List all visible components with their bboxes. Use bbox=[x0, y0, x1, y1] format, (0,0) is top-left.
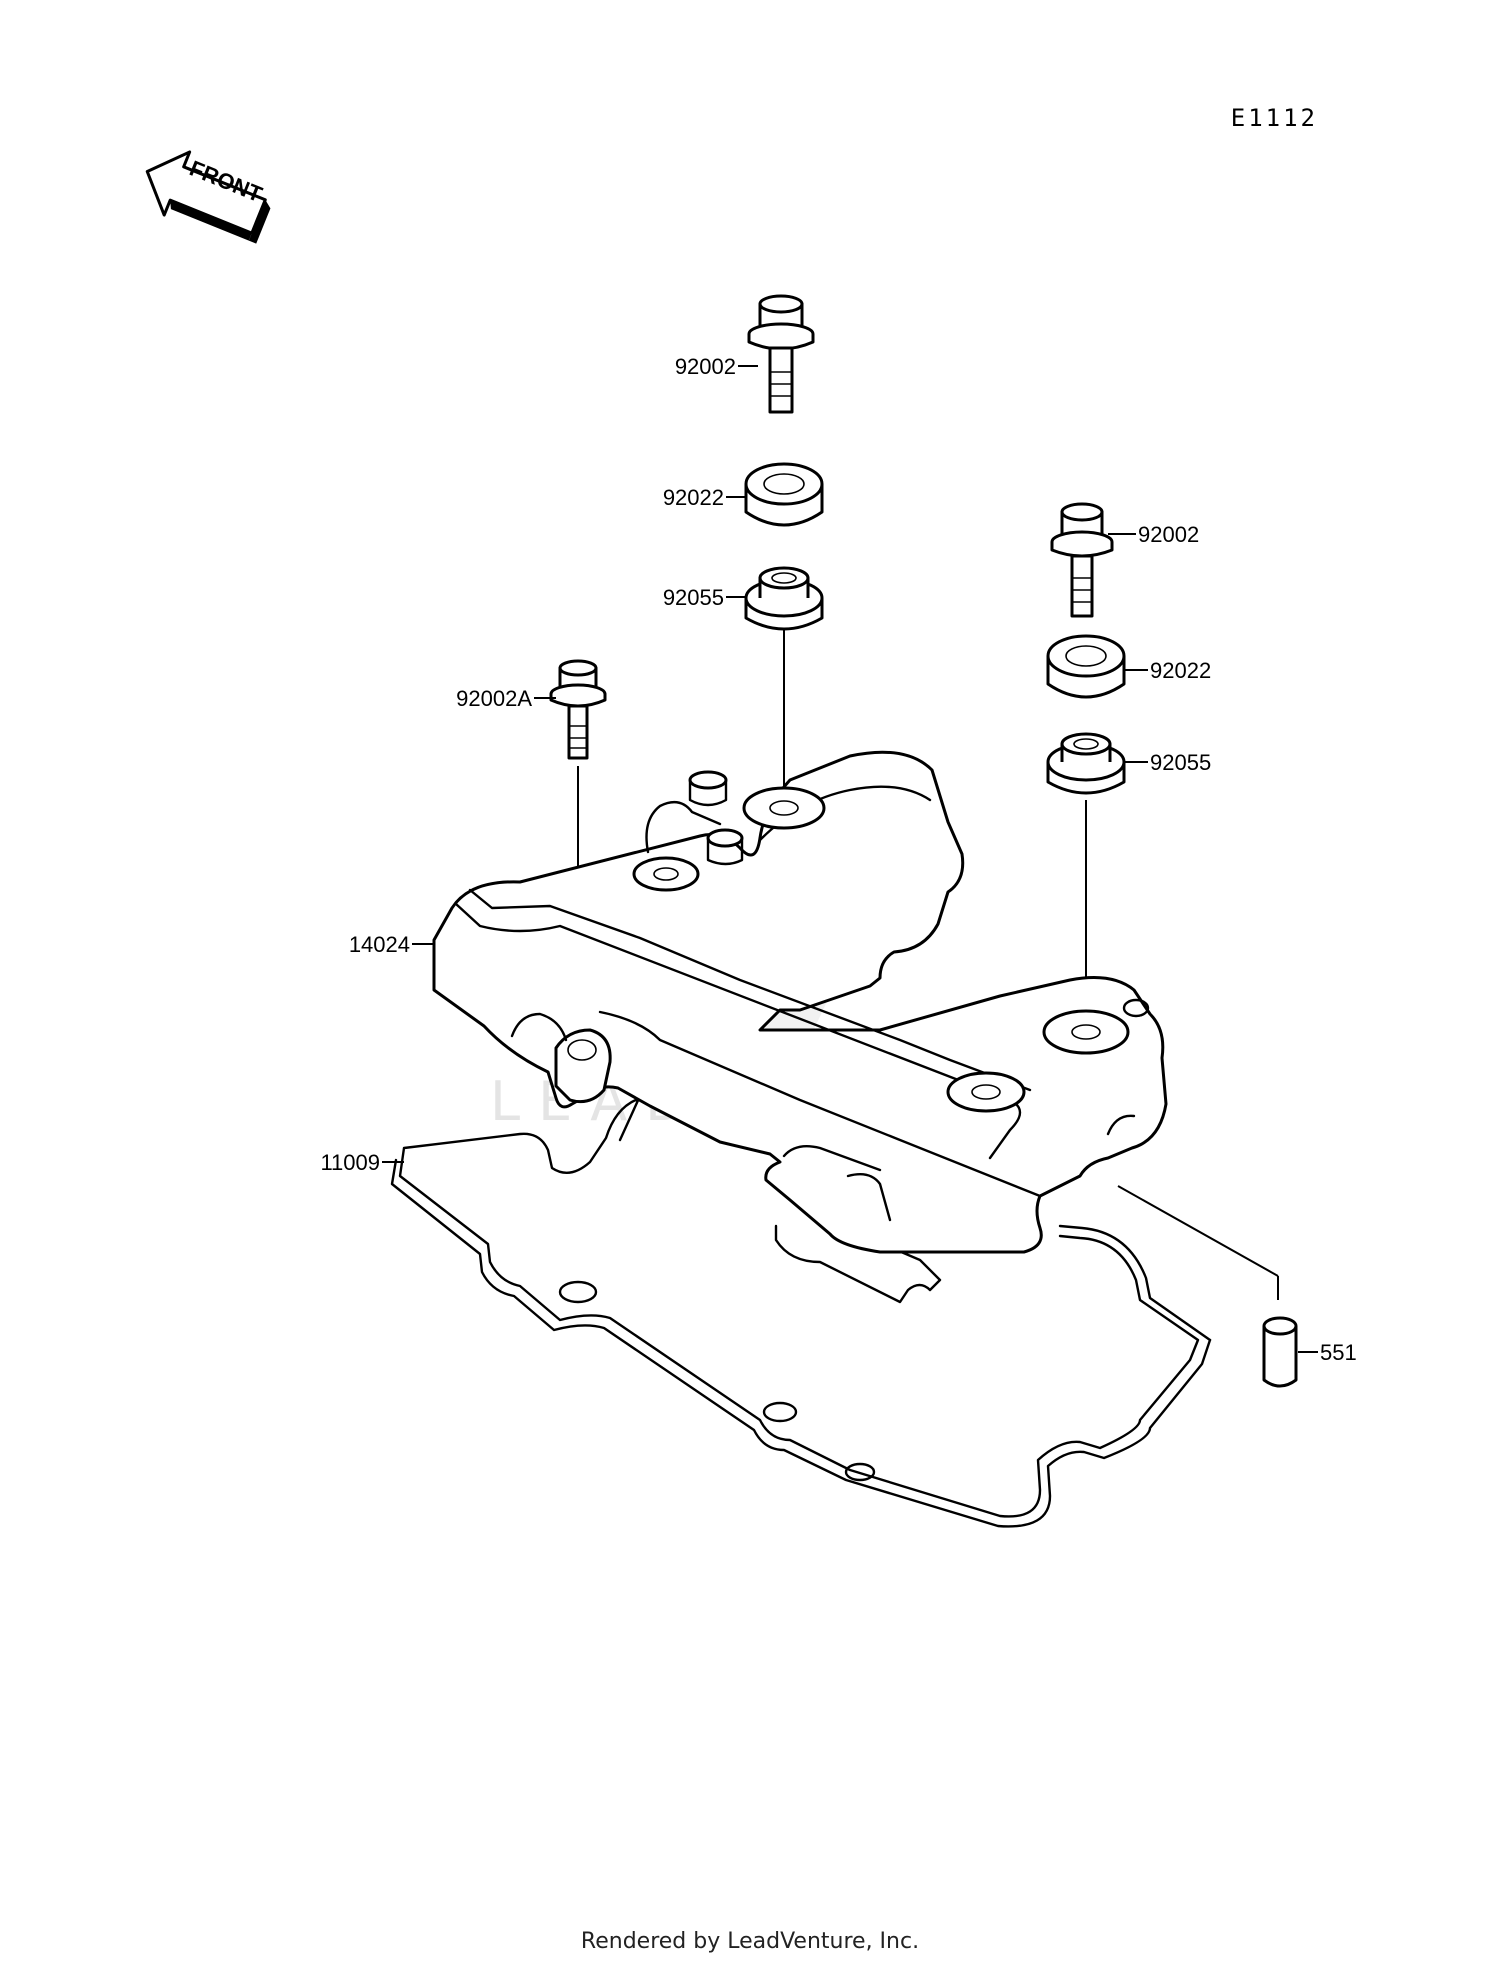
label-grommet-top-left: 92055 bbox=[663, 585, 724, 610]
grommet-top-left bbox=[744, 566, 824, 631]
washer-right bbox=[1046, 634, 1126, 699]
label-grommet-right: 92055 bbox=[1150, 750, 1211, 775]
bolt-top-left bbox=[747, 294, 815, 414]
label-bolt-left: 92002A bbox=[456, 686, 532, 711]
label-bolt-top-left: 92002 bbox=[675, 354, 736, 379]
label-bolt-right: 92002 bbox=[1138, 522, 1199, 547]
bolt-right bbox=[1050, 502, 1114, 618]
bolt-left bbox=[549, 659, 607, 760]
diagram-code: E1112 bbox=[1231, 104, 1318, 132]
label-washer-top-left: 92022 bbox=[663, 485, 724, 510]
cylinder-head-cover bbox=[432, 750, 1168, 1254]
front-arrow-icon bbox=[145, 150, 271, 244]
label-gasket: 11009 bbox=[320, 1150, 380, 1175]
washer-top-left bbox=[744, 462, 824, 527]
label-washer-right: 92022 bbox=[1150, 658, 1211, 683]
gasket bbox=[390, 1093, 1212, 1528]
dowel-pin bbox=[1262, 1316, 1298, 1388]
label-pin: 551 bbox=[1320, 1340, 1357, 1365]
footer-credit: Rendered by LeadVenture, Inc. bbox=[581, 1929, 919, 1954]
grommet-right bbox=[1046, 732, 1126, 795]
label-cover: 14024 bbox=[349, 932, 410, 957]
